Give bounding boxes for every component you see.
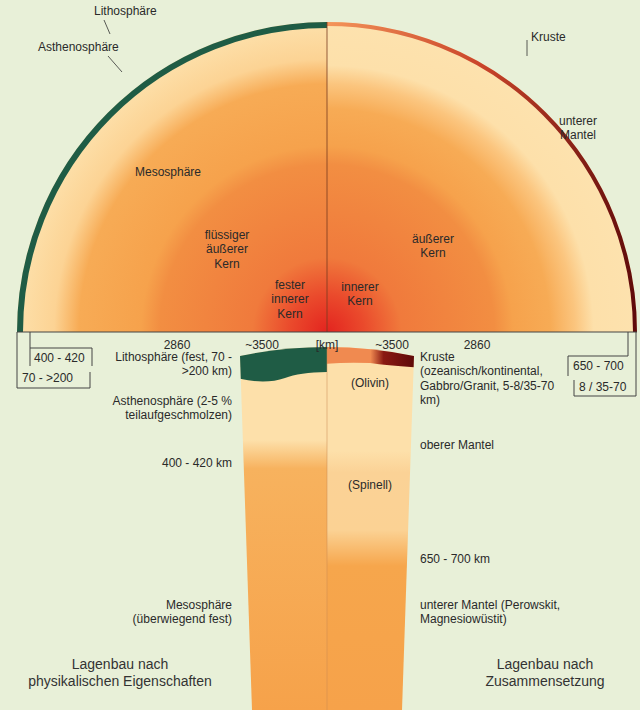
layer-label: Kruste (531, 30, 566, 44)
composition-half (327, 22, 637, 332)
scale-label: 2860 (447, 338, 507, 352)
layer-label: fester innerer Kern (267, 278, 313, 321)
crust-band (324, 340, 425, 368)
layer-label: Mesosphäre (123, 165, 213, 179)
leader-line (108, 56, 122, 72)
leader-line (527, 40, 528, 56)
layer-label: Asthenosphäre (2-5 % teilaufgeschmolzen) (100, 394, 232, 423)
scale-label: 8 / 35-70 (579, 380, 626, 394)
layer-label: (Olivin) (340, 376, 400, 390)
layer-label: äußerer Kern (405, 232, 461, 261)
layer-label: (Spinell) (340, 478, 400, 492)
baseline (17, 332, 637, 333)
layer-label: 400 - 420 km (122, 456, 232, 470)
scale-label: 650 - 700 (573, 359, 624, 373)
scale-label: [km] (302, 338, 352, 352)
layer-label: unterer Mantel (548, 114, 608, 143)
scale-label: 70 - >200 (22, 371, 73, 385)
scale-label: 400 - 420 (34, 351, 85, 365)
divider-line (327, 22, 328, 332)
layer-label: Lithosphäre (94, 4, 157, 18)
crust-rim (327, 24, 635, 332)
layer-label: Asthenosphäre (38, 40, 119, 54)
layer-label: flüssiger äußerer Kern (196, 228, 258, 271)
layer-label: Lagenbau nach physikalischen Eigenschaft… (25, 656, 215, 690)
layer-label: unterer Mantel (Perowskit, Magnesiowüsti… (420, 598, 590, 627)
scale-label: ~3500 (232, 338, 292, 352)
lithosphere-rim (20, 25, 327, 332)
leader-line (104, 20, 110, 34)
layer-label: oberer Mantel (420, 438, 494, 452)
lithosphere-band (230, 340, 330, 382)
physical-half (17, 22, 327, 332)
scale-label: ~3500 (362, 338, 422, 352)
layer-column (230, 340, 425, 710)
layer-label: Mesosphäre (überwiegend fest) (120, 598, 232, 627)
layer-label: Lagenbau nach Zusammensetzung (460, 656, 630, 690)
layer-label: 650 - 700 km (420, 552, 490, 566)
layer-label: Lithosphäre (fest, 70 - >200 km) (110, 350, 232, 379)
layer-label: innerer Kern (337, 280, 383, 309)
layer-label: Kruste (ozeanisch/kontinental, Gabbro/Gr… (420, 350, 560, 408)
